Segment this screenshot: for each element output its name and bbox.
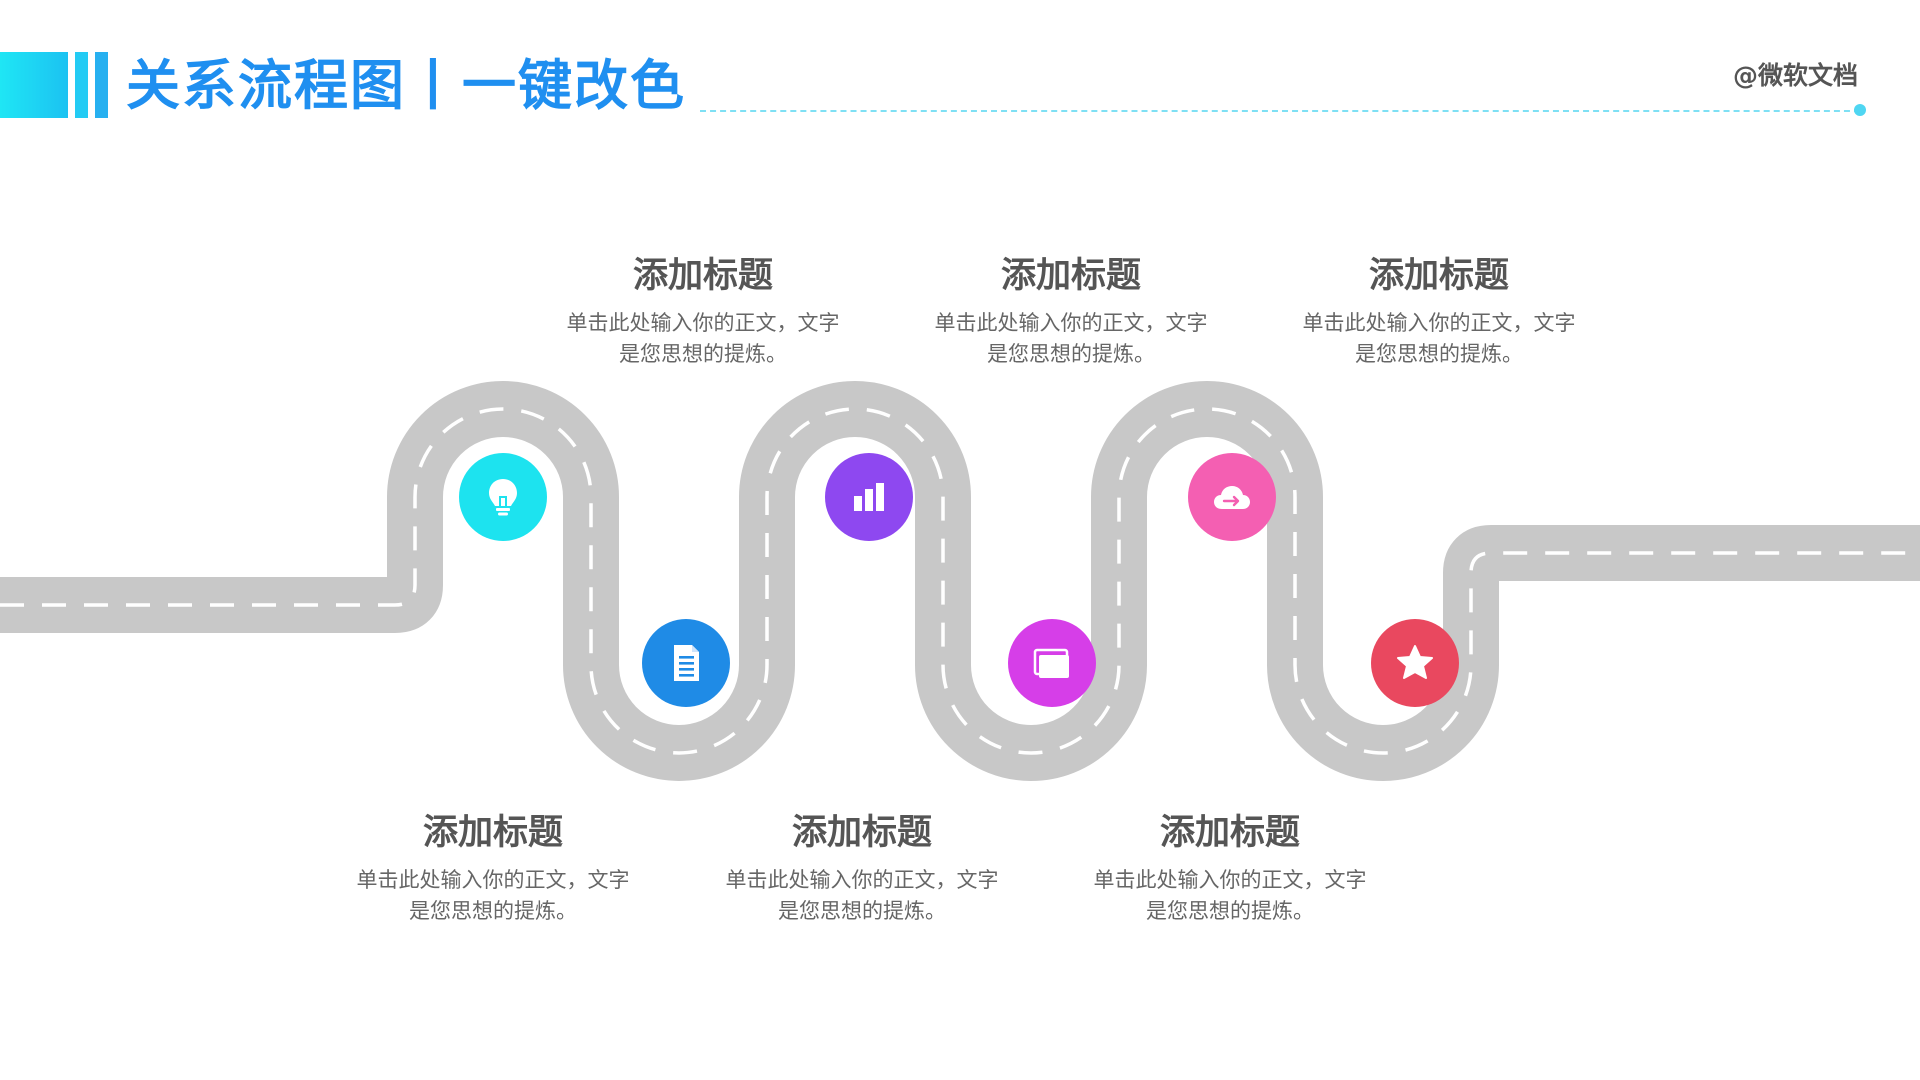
header-accent-stripe	[95, 52, 108, 118]
step-card-4: 添加标题 单击此处输入你的正文，文字是您思想的提炼。	[901, 252, 1241, 370]
step-description: 单击此处输入你的正文，文字是您思想的提炼。	[356, 868, 630, 923]
step-title: 添加标题	[422, 813, 563, 853]
road-center-line	[0, 407, 1920, 755]
cloud-share-icon	[1214, 486, 1250, 509]
page-title: 关系流程图丨一键改色	[126, 54, 686, 117]
watermark: @微软文档	[1732, 61, 1858, 90]
step-3-icon-badge	[825, 453, 913, 541]
step-2-icon-badge	[642, 619, 730, 707]
step-card-1: 添加标题 单击此处输入你的正文，文字是您思想的提炼。	[323, 809, 663, 927]
step-title: 添加标题	[1368, 256, 1509, 296]
step-title: 添加标题	[1159, 813, 1300, 853]
star-icon	[1397, 645, 1433, 679]
step-title: 添加标题	[791, 813, 932, 853]
step-description: 单击此处输入你的正文，文字是您思想的提炼。	[1093, 868, 1367, 923]
step-card-3: 添加标题 单击此处输入你的正文，文字是您思想的提炼。	[692, 809, 1032, 927]
bar-chart-icon	[854, 483, 884, 511]
header-accent-stripe	[75, 52, 88, 118]
step-title: 添加标题	[1000, 256, 1141, 296]
step-card-5: 添加标题 单击此处输入你的正文，文字是您思想的提炼。	[1060, 809, 1400, 927]
step-1-icon-badge	[459, 453, 547, 541]
step-card-6: 添加标题 单击此处输入你的正文，文字是您思想的提炼。	[1269, 252, 1609, 370]
step-4-icon-badge	[1008, 619, 1096, 707]
lightbulb-icon	[489, 479, 517, 516]
folder-icon	[1033, 648, 1069, 678]
step-description: 单击此处输入你的正文，文字是您思想的提炼。	[934, 311, 1208, 366]
step-6-icon-badge	[1371, 619, 1459, 707]
step-description: 单击此处输入你的正文，文字是您思想的提炼。	[725, 868, 999, 923]
step-card-2: 添加标题 单击此处输入你的正文，文字是您思想的提炼。	[533, 252, 873, 370]
document-icon	[674, 645, 699, 681]
step-title: 添加标题	[632, 256, 773, 296]
header-accent-bar	[0, 52, 68, 118]
step-description: 单击此处输入你的正文，文字是您思想的提炼。	[1302, 311, 1576, 366]
title-divider	[700, 110, 1860, 112]
road-surface	[0, 381, 1920, 781]
step-5-icon-badge	[1188, 453, 1276, 541]
title-divider-dot	[1854, 104, 1866, 116]
step-description: 单击此处输入你的正文，文字是您思想的提炼。	[566, 311, 840, 366]
